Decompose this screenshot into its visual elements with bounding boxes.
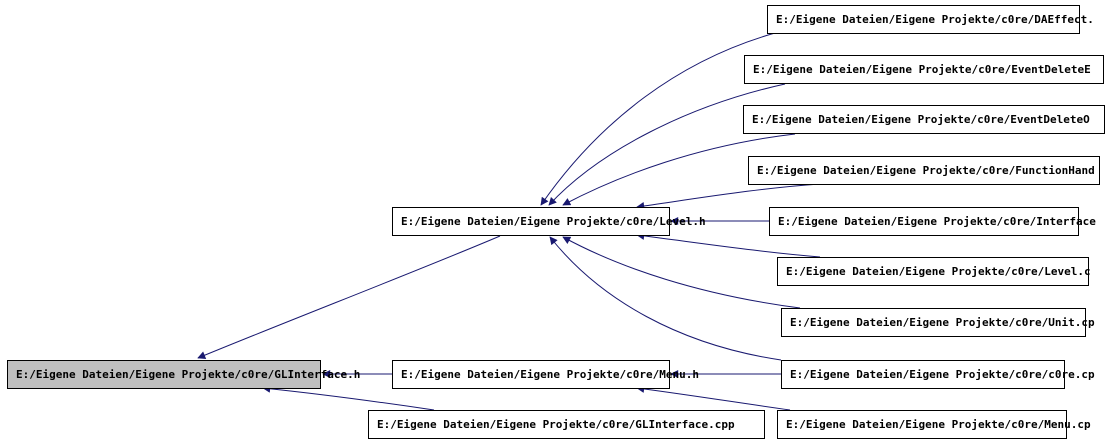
node-c0re-cpp[interactable]: E:/Eigene Dateien/Eigene Projekte/c0re/c… [781, 360, 1095, 389]
edge-level-cpp-to-level-h [636, 231, 821, 258]
edge-glinterface-cpp-to-root [262, 384, 435, 411]
edge-unit-cpp-to-level-h [562, 236, 801, 309]
edge-functionhand-to-level-h [636, 183, 821, 210]
edge-c0re-cpp-to-level-h [549, 236, 782, 361]
node-menu-h[interactable]: E:/Eigene Dateien/Eigene Projekte/c0re/M… [392, 360, 699, 389]
node-daeffect[interactable]: E:/Eigene Dateien/Eigene Projekte/c0re/D… [767, 5, 1094, 34]
node-eventdelete-o[interactable]: E:/Eigene Dateien/Eigene Projekte/c0re/E… [743, 105, 1105, 134]
node-level-cpp[interactable]: E:/Eigene Dateien/Eigene Projekte/c0re/L… [777, 257, 1091, 286]
edge-daeffect-to-level-h [540, 32, 776, 206]
node-unit-cpp[interactable]: E:/Eigene Dateien/Eigene Projekte/c0re/U… [781, 308, 1095, 337]
edge-eventdelete-o-to-level-h [562, 133, 796, 206]
node-level-h[interactable]: E:/Eigene Dateien/Eigene Projekte/c0re/L… [392, 207, 706, 236]
node-menu-cpp[interactable]: E:/Eigene Dateien/Eigene Projekte/c0re/M… [777, 410, 1091, 439]
node-glinterface-h: E:/Eigene Dateien/Eigene Projekte/c0re/G… [7, 360, 360, 389]
node-glinterface-cpp[interactable]: E:/Eigene Dateien/Eigene Projekte/c0re/G… [368, 410, 765, 439]
node-interface[interactable]: E:/Eigene Dateien/Eigene Projekte/c0re/I… [769, 207, 1096, 236]
edge-menu-cpp-to-menu-h [636, 384, 791, 411]
node-eventdelete-e[interactable]: E:/Eigene Dateien/Eigene Projekte/c0re/E… [744, 55, 1104, 84]
node-functionhand[interactable]: E:/Eigene Dateien/Eigene Projekte/c0re/F… [748, 156, 1100, 185]
edge-eventdelete-e-to-level-h [548, 83, 786, 206]
edge-level-h-to-root [197, 235, 501, 359]
